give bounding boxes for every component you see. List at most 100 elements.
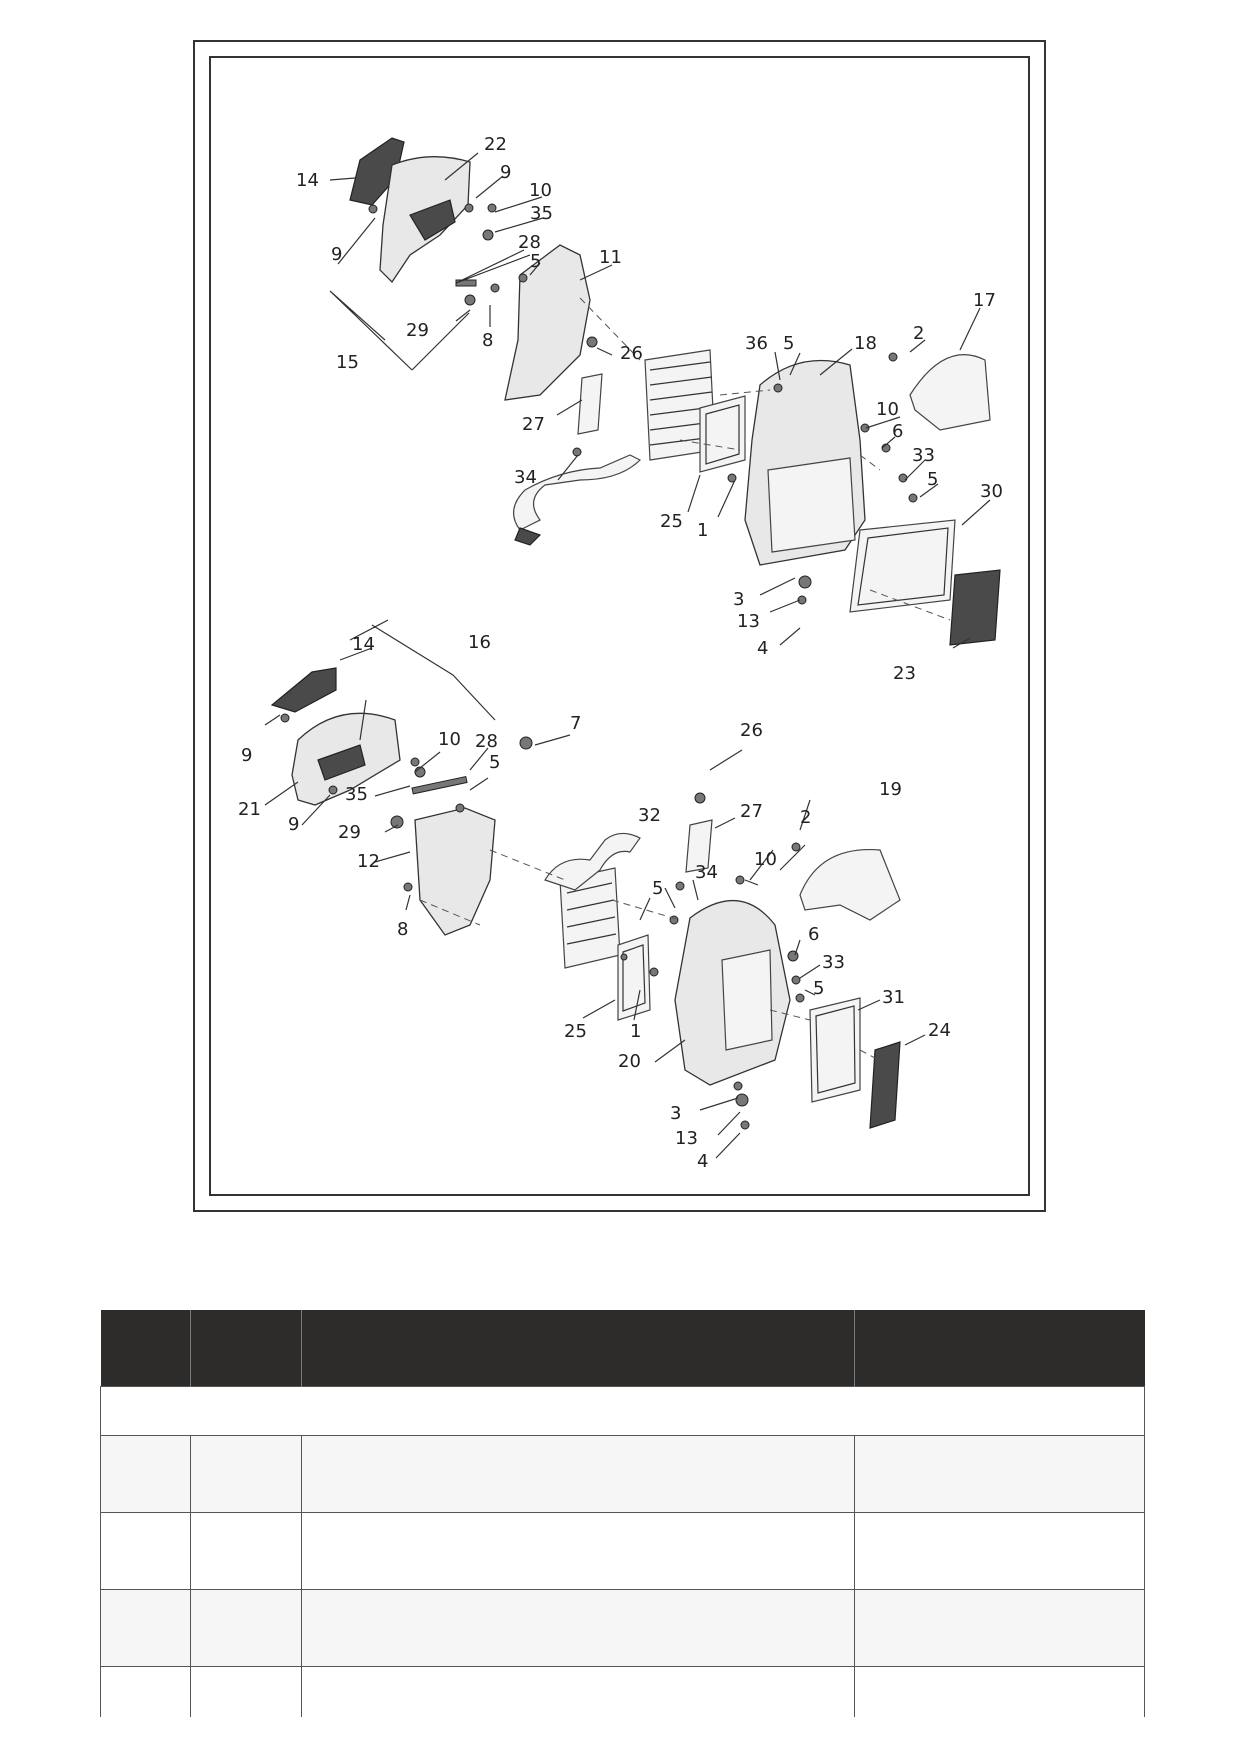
part-22-detail: [409, 199, 456, 241]
callout: 33: [912, 445, 935, 466]
callout: 36: [745, 333, 768, 354]
hose-lower: [544, 832, 641, 891]
table-row: [100, 1435, 1145, 1513]
callout: 1: [697, 520, 708, 541]
table-cell: [100, 1512, 191, 1590]
part-30-frame: [849, 519, 956, 613]
table-cell: [854, 1666, 1145, 1717]
table-row: [100, 1512, 1145, 1590]
callout: 24: [928, 1020, 951, 1041]
callout: 3: [733, 589, 744, 610]
callout: 10: [529, 180, 552, 201]
part-31-frame: [809, 997, 861, 1103]
callout: 6: [892, 421, 903, 442]
part-23-screen: [949, 569, 1001, 646]
table-cell: [301, 1589, 855, 1667]
callout: 20: [618, 1051, 641, 1072]
table-row: [100, 1589, 1145, 1667]
callout: 15: [336, 352, 359, 373]
callout: 4: [697, 1151, 708, 1172]
callout: 8: [397, 919, 408, 940]
callout: 25: [660, 511, 683, 532]
housing-window-upper: [767, 457, 856, 553]
table-group-row: [100, 1386, 1145, 1436]
callout: 28: [475, 731, 498, 752]
table-cell: [854, 1512, 1145, 1590]
part-24-screen: [869, 1041, 901, 1129]
callout: 13: [737, 611, 760, 632]
callout: 29: [338, 822, 361, 843]
callout: 17: [973, 290, 996, 311]
table-cell: [301, 1512, 855, 1590]
callout: 22: [484, 134, 507, 155]
table-cell: [100, 1435, 191, 1513]
callout: 7: [570, 713, 581, 734]
header-cell: [854, 1310, 1145, 1387]
callout: 10: [754, 849, 777, 870]
callout: 26: [620, 343, 643, 364]
callout: 6: [808, 924, 819, 945]
part-25-gasket-upper: [699, 395, 746, 473]
table-cell: [100, 1589, 191, 1667]
callout: 14: [352, 634, 375, 655]
callout: 2: [800, 807, 811, 828]
table-row: [100, 1666, 1145, 1717]
part-14-lower: [270, 667, 337, 713]
callout: 23: [893, 663, 916, 684]
callout: 5: [927, 469, 938, 490]
part-19-cover: [799, 848, 901, 921]
callout: 35: [345, 784, 368, 805]
table-header-row: [100, 1310, 1145, 1387]
callout: 32: [638, 805, 661, 826]
callout: 3: [670, 1103, 681, 1124]
table-cell: [190, 1512, 302, 1590]
table-cell: [190, 1589, 302, 1667]
callout: 26: [740, 720, 763, 741]
callout: 9: [500, 162, 511, 183]
table-cell: [100, 1666, 191, 1717]
table-cell: [190, 1435, 302, 1513]
callout: 21: [238, 799, 261, 820]
callout: 34: [695, 862, 718, 883]
diagram-outer-frame: [193, 40, 1046, 1212]
callout: 4: [757, 638, 768, 659]
callout: 2: [913, 323, 924, 344]
hose-fitting: [514, 527, 542, 546]
callout: 10: [876, 399, 899, 420]
callout: 5: [783, 333, 794, 354]
header-cell: [190, 1310, 302, 1387]
callout: 5: [530, 251, 541, 272]
parts-table: [100, 1310, 1145, 1717]
callout: 1: [630, 1021, 641, 1042]
table-cell: [854, 1589, 1145, 1667]
callout-labels: 22 14 9 10 35 9 28 5 11 29 8 15 26 27 34…: [238, 134, 1003, 1172]
table-cell: [301, 1666, 855, 1717]
callout: 14: [296, 170, 319, 191]
callout: 25: [564, 1021, 587, 1042]
callout: 8: [482, 330, 493, 351]
callout: 27: [522, 414, 545, 435]
callout: 12: [357, 851, 380, 872]
callout: 31: [882, 987, 905, 1008]
table-cell: [301, 1435, 855, 1513]
part-27-upper: [577, 373, 603, 435]
part-12-shroud: [414, 807, 496, 936]
housing-window-lower: [721, 949, 773, 1051]
group-label: [100, 1386, 1145, 1436]
callout: 5: [652, 878, 663, 899]
callout: 10: [438, 729, 461, 750]
leader-lines: [264, 152, 991, 1159]
callout: 9: [331, 244, 342, 265]
diagram-inner-frame: [209, 56, 1030, 1196]
header-cell: [301, 1310, 855, 1387]
callout: 19: [879, 779, 902, 800]
callout: 27: [740, 801, 763, 822]
callout: 30: [980, 481, 1003, 502]
callout: 13: [675, 1128, 698, 1149]
callout: 28: [518, 232, 541, 253]
header-cell: [100, 1310, 191, 1387]
callout: 33: [822, 952, 845, 973]
callout: 16: [468, 632, 491, 653]
part-17-cover: [909, 354, 991, 431]
